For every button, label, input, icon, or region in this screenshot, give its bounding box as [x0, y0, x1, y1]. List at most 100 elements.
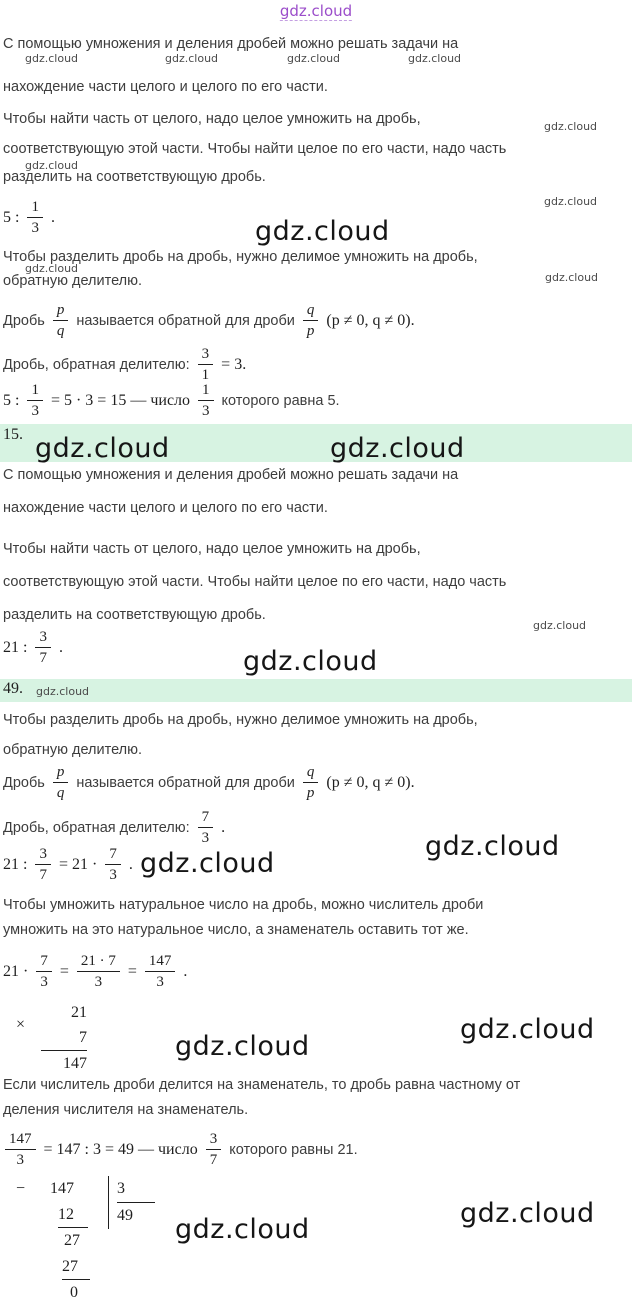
text-line: умножить на это натуральное число, а зна… — [3, 922, 469, 938]
dividend: 147 — [50, 1180, 74, 1197]
watermark-small: gdz.cloud — [25, 262, 79, 275]
column-multiplication: × 21 7 147 — [16, 1000, 88, 1075]
math-token: = — [127, 962, 137, 980]
numerator: 1 — [27, 198, 43, 218]
numerator: q — [302, 301, 319, 321]
denominator: 3 — [94, 974, 103, 990]
watermark-small: gdz.cloud — [287, 52, 341, 65]
math-token: . — [128, 855, 133, 873]
denominator: 3 — [156, 974, 164, 990]
quotient: 49 — [117, 1207, 133, 1224]
denominator: 3 — [109, 867, 117, 883]
watermark-large: gdz.cloud — [140, 848, 275, 879]
text-line: соответствующую этой части. Чтобы найти … — [3, 574, 507, 590]
denominator: 3 — [31, 403, 39, 419]
math-token: Дробь, обратная делителю: — [3, 356, 190, 373]
watermark-small: gdz.cloud — [544, 120, 598, 133]
math-token: . — [50, 208, 55, 226]
numerator: 1 — [198, 381, 214, 401]
divisor: 3 — [117, 1176, 155, 1203]
denominator: 1 — [201, 367, 210, 383]
text-line: нахождение части целого и целого по его … — [3, 79, 328, 95]
math-token: . — [221, 818, 226, 836]
factor-1: 21 — [71, 1004, 88, 1021]
top-watermark-link[interactable]: gdz.cloud — [279, 2, 353, 21]
numerator: 3 — [197, 345, 214, 365]
denominator: 3 — [201, 830, 210, 846]
watermark-small: gdz.cloud — [25, 159, 79, 172]
product: 147 — [41, 1050, 88, 1075]
math-token: 21 · — [3, 962, 29, 980]
math-token: Дробь, обратная делителю: — [3, 819, 190, 836]
watermark-large: gdz.cloud — [35, 433, 170, 464]
math-token: . — [183, 962, 188, 980]
highlight-bar-49 — [0, 679, 632, 702]
denominator: 7 — [209, 1152, 218, 1168]
numerator: 1 — [27, 381, 43, 401]
watermark-large: gdz.cloud — [460, 1014, 595, 1045]
remainder-1: 27 — [64, 1232, 80, 1249]
math-token: Дробь — [3, 774, 45, 791]
text-line: разделить на соответствующую дробь. — [3, 169, 266, 185]
watermark-small: gdz.cloud — [25, 52, 79, 65]
numerator: 3 — [35, 628, 51, 648]
math-token: (p ≠ 0, q ≠ 0). — [326, 773, 415, 791]
subtrahend-1: 12 — [58, 1202, 88, 1228]
text-line: Чтобы умножить натуральное число на дроб… — [3, 897, 484, 913]
watermark-small: gdz.cloud — [544, 195, 598, 208]
denominator: 7 — [39, 867, 47, 883]
denominator: q — [56, 323, 65, 339]
text-line: Чтобы найти часть от целого, надо целое … — [3, 541, 421, 557]
text-line: обратную делителю. — [3, 742, 143, 758]
remainder-final: 0 — [70, 1284, 78, 1301]
numerator: p — [52, 301, 69, 321]
math-token: = 5 · 3 = 15 — число — [50, 391, 191, 409]
long-division-block: − 147 12 27 27 0 3 49 — [16, 1176, 155, 1305]
denominator: p — [306, 323, 315, 339]
text-line: Чтобы разделить дробь на дробь, нужно де… — [3, 249, 478, 265]
problem-number-49: 49. — [3, 680, 23, 697]
denominator: p — [306, 785, 315, 801]
numerator: 21 · 7 — [76, 952, 120, 972]
denominator: 3 — [202, 403, 210, 419]
watermark-large: gdz.cloud — [175, 1031, 310, 1062]
problem-number-15: 15. — [3, 426, 23, 443]
numerator: 3 — [205, 1130, 222, 1150]
numerator: 147 — [144, 952, 176, 972]
watermark-large: gdz.cloud — [330, 433, 465, 464]
text-line: обратную делителю. — [3, 273, 143, 289]
denominator: q — [56, 785, 65, 801]
text-line: разделить на соответствующую дробь. — [3, 607, 266, 623]
watermark-large: gdz.cloud — [243, 646, 378, 677]
multiplication-column: 21 7 147 — [41, 1000, 88, 1075]
math-token: 5 : — [3, 208, 20, 226]
watermark-small: gdz.cloud — [545, 271, 599, 284]
numerator: 3 — [35, 845, 51, 865]
subtrahend-2: 27 — [62, 1254, 90, 1280]
numerator: 7 — [105, 845, 121, 865]
math-token: называется обратной для дроби — [76, 312, 295, 329]
watermark-large: gdz.cloud — [175, 1214, 310, 1245]
math-token: 21 : — [3, 638, 28, 656]
denominator: 7 — [39, 650, 47, 666]
text-line: Если числитель дроби делится на знаменат… — [3, 1077, 521, 1093]
